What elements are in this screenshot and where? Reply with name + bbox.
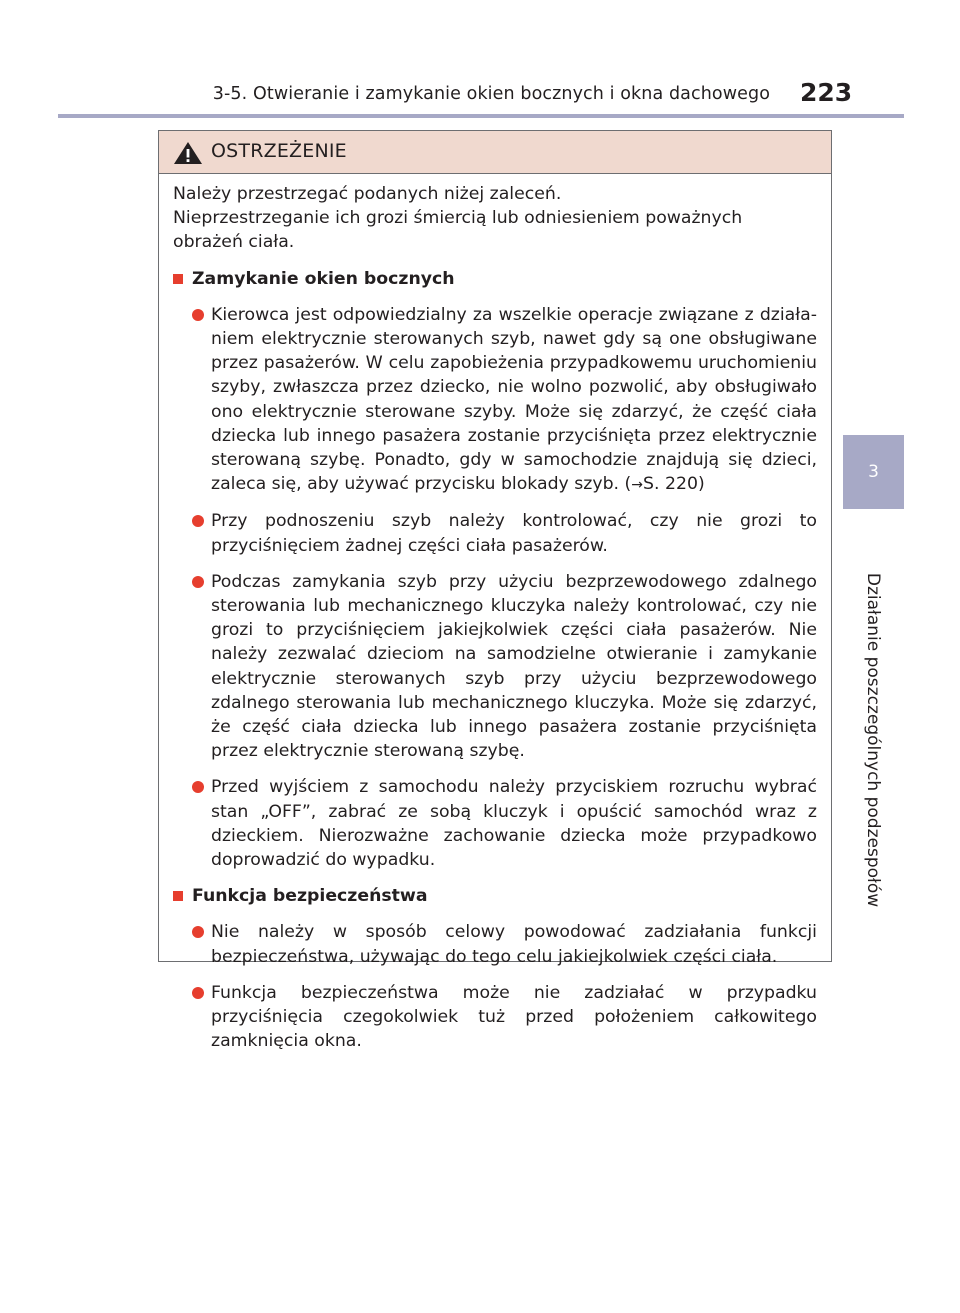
red-dot-marker xyxy=(192,575,204,588)
warning-title: OSTRZEŻENIE xyxy=(211,140,347,162)
warning-header: OSTRZEŻENIE xyxy=(159,131,831,174)
warning-intro-line: Nieprzestrzeganie ich grozi śmiercią lub… xyxy=(173,208,743,253)
section-heading: Funkcja bezpieczeństwa xyxy=(173,884,817,908)
red-dot-marker xyxy=(192,986,204,999)
bullet-text: Nie należy w sposób celowy powodować zad… xyxy=(211,922,817,967)
bullet-item: Przed wyjściem z samochodu należy przyci… xyxy=(173,775,817,872)
warning-body: Należy przestrzegać podanych niżej zalec… xyxy=(173,182,817,1054)
page-number: 223 xyxy=(800,78,853,107)
page-ref-link[interactable]: S. 220) xyxy=(643,474,705,495)
bullet-text: Kierowca jest odpowiedzialny za wszelkie… xyxy=(211,304,817,495)
bullet-item: Kierowca jest odpowiedzialny za wszelkie… xyxy=(173,303,817,498)
bullet-item: Podczas zamykania szyb przy użyciu bezpr… xyxy=(173,570,817,764)
chapter-tab[interactable]: 3 xyxy=(843,435,904,509)
bullet-item: Przy podnoszeniu szyb należy kontrolować… xyxy=(173,509,817,557)
section-heading: Zamykanie okien bocznych xyxy=(173,267,817,291)
red-dot-marker xyxy=(192,515,204,528)
bullet-text: Funkcja bezpieczeństwa może nie zadziała… xyxy=(211,982,817,1052)
warning-box: OSTRZEŻENIE Należy przestrzegać podanych… xyxy=(158,130,832,1051)
red-dot-marker xyxy=(192,926,204,939)
bullet-item: Nie należy w sposób celowy powodować zad… xyxy=(173,920,817,968)
bullet-item: Funkcja bezpieczeństwa może nie zadziała… xyxy=(173,981,817,1054)
red-square-marker xyxy=(173,891,183,902)
red-dot-marker xyxy=(192,308,204,321)
bullet-text: Podczas zamykania szyb przy użyciu bezpr… xyxy=(211,571,817,762)
bullet-text: Przy podnoszeniu szyb należy kontrolować… xyxy=(211,511,817,556)
warning-intro: Należy przestrzegać podanych niżej zalec… xyxy=(173,182,817,255)
red-dot-marker xyxy=(192,781,204,794)
section-heading-text: Funkcja bezpieczeństwa xyxy=(192,886,428,907)
section-heading-text: Zamykanie okien bocznych xyxy=(192,268,455,289)
header-rule xyxy=(58,114,904,118)
warning-intro-line: Należy przestrzegać podanych niżej zalec… xyxy=(173,184,562,204)
bullet-text: Przed wyjściem z samochodu należy przyci… xyxy=(211,777,817,871)
page-ref-arrow: → xyxy=(631,477,644,494)
header-title: 3-5. Otwieranie i zamykanie okien boczny… xyxy=(212,84,770,104)
warning-triangle-icon xyxy=(174,142,202,164)
chapter-side-label: Działanie poszczególnych podzespołów xyxy=(863,572,883,908)
red-square-marker xyxy=(173,273,183,284)
